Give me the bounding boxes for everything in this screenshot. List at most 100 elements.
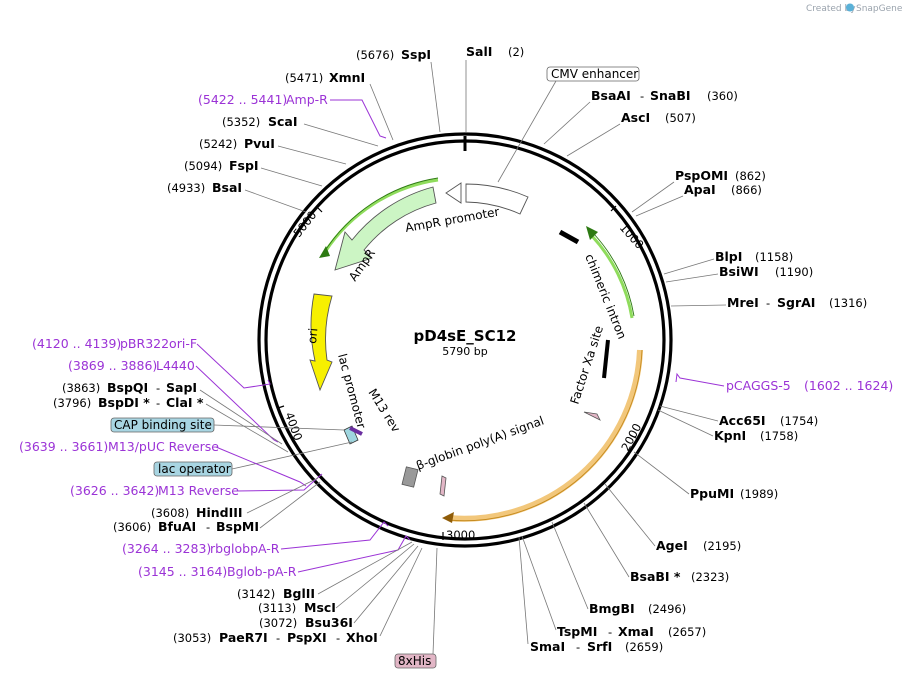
leader-pspomi [631,181,675,213]
tick-3000: 3000 [442,528,475,542]
cap-binding-box[interactable]: CAP binding site [110,417,215,433]
primer-rbglob[interactable]: (3264 .. 3283) rbglobpA-R [122,541,280,556]
site-ppumi[interactable]: PpuMI (1989) [690,486,778,501]
m13-feature[interactable] [349,426,363,436]
leader-smai [518,536,529,645]
site-sspi[interactable]: (5676) SspI [356,47,431,62]
site-scai[interactable]: (5352) ScaI [222,114,298,129]
his-tag-box[interactable]: 8xHis [394,653,437,669]
leader-tspmi [521,535,557,631]
site-bglii[interactable]: (3142) BglII [237,586,315,601]
leader-bfuai [259,481,321,529]
svg-text:(3626 .. 3642): (3626 .. 3642) [70,483,159,498]
svg-text:MreI: MreI [727,295,759,310]
globin-pink-block[interactable] [439,475,447,497]
site-bsiwi[interactable]: BsiWI (1190) [719,264,813,279]
site-blpi[interactable]: BlpI (1158) [715,249,793,264]
primer-m13puc[interactable]: (3639 .. 3661) M13/pUC Reverse [19,439,219,454]
ampr-promoter-box[interactable] [465,183,529,215]
svg-text:(2496): (2496) [648,602,686,616]
plasmid-length: 5790 bp [442,345,487,358]
leader-acc65i [659,405,719,422]
svg-text:XmnI: XmnI [329,70,365,85]
primer-ampr[interactable]: (5422 .. 5441) Amp-R [198,92,328,107]
svg-text:M13 Reverse: M13 Reverse [158,483,239,498]
svg-text:BspDI *: BspDI * [98,395,150,410]
site-fspi[interactable]: (5094) FspI [184,158,259,173]
svg-text:-: - [206,520,210,534]
site-apai[interactable]: ApaI (866) [684,182,762,197]
svg-text:(3796): (3796) [53,396,91,410]
site-acc65i[interactable]: Acc65I (1754) [719,413,818,428]
svg-text:(3608): (3608) [151,506,189,520]
svg-text:BspMI: BspMI [216,519,259,534]
svg-text:(3606): (3606) [113,520,151,534]
leader-xmni [369,83,394,141]
site-xmni[interactable]: (5471) XmnI [285,70,365,85]
cap-feature[interactable] [343,425,359,445]
site-msci[interactable]: (3113) MscI [258,600,336,615]
factor-xa-marker[interactable] [583,411,601,421]
credit-prefix: Created by [806,4,856,14]
svg-text:Amp-R: Amp-R [286,92,328,107]
svg-text:PpuMI: PpuMI [690,486,734,501]
primer-bglob[interactable]: (3145 .. 3164) Bglob-pA-R [138,564,297,579]
site-bmgbi[interactable]: BmgBI (2496) [589,601,686,616]
svg-text:(360): (360) [707,89,738,103]
site-bsai[interactable]: (4933) BsaI [167,180,242,195]
primer-l4440[interactable]: (3869 .. 3886) L4440 [68,358,195,373]
site-kpni[interactable]: KpnI (1758) [714,428,798,443]
primer-pcaggs[interactable]: pCAGGS-5 (1602 .. 1624) [726,378,893,393]
leader-ppumi [633,451,690,495]
svg-text:SapI: SapI [166,380,197,395]
ampr-arrow[interactable] [334,186,437,271]
svg-text:pCAGGS-5: pCAGGS-5 [726,378,791,393]
site-bspdi[interactable]: (3796) BspDI * - ClaI * [53,395,204,410]
site-asci[interactable]: AscI (507) [621,110,696,125]
svg-text:ScaI: ScaI [268,114,298,129]
svg-text:AscI: AscI [621,110,650,125]
chimeric-arrowhead [586,226,598,240]
site-bfuai[interactable]: (3606) BfuAI - BspMI [113,519,259,534]
site-paer7i[interactable]: (3053) PaeR7I - PspXI - XhoI [173,630,378,645]
cmv-enhancer-box[interactable]: CMV enhancer [546,66,640,82]
primer-m13rev[interactable]: (3626 .. 3642) M13 Reverse [70,483,239,498]
svg-text:(3863): (3863) [62,381,100,395]
site-bspqi[interactable]: (3863) BspQI - SapI [62,380,197,395]
svg-text:HindIII: HindIII [196,505,243,520]
site-sali[interactable]: SalI (2) [466,44,524,59]
svg-text:SalI: SalI [466,44,492,59]
svg-text:SmaI: SmaI [530,639,565,654]
site-pvui[interactable]: (5242) PvuI [199,136,275,151]
svg-text:(862): (862) [735,169,766,183]
lac-operator-box[interactable]: lac operator [153,461,233,477]
svg-text:(2659): (2659) [625,640,663,654]
site-hindiii[interactable]: (3608) HindIII [151,505,243,520]
svg-text:(2657): (2657) [668,625,706,639]
chimeric-green-outline [590,234,634,319]
svg-text:-: - [576,640,580,654]
svg-text:XhoI: XhoI [346,630,378,645]
tick-5000: 5000 [290,207,323,240]
site-smai[interactable]: SmaI - SrfI (2659) [530,639,663,654]
site-mrei[interactable]: MreI - SgrAI (1316) [727,295,867,310]
svg-text:rbglobpA-R: rbglobpA-R [210,541,280,556]
svg-text:-: - [156,381,160,395]
orf-orange-arc[interactable] [447,349,643,522]
factor-xa-label: Factor Xa site [568,324,607,406]
globin-grey-block [401,466,419,488]
cmv-leader [497,80,557,183]
site-pspomi[interactable]: PspOMI (862) [675,168,766,183]
ori-arrow[interactable] [309,293,333,392]
site-tspmi[interactable]: TspMI - XmaI (2657) [557,624,706,639]
leader-bspdi [205,403,289,453]
svg-text:(3639 .. 3661): (3639 .. 3661) [19,439,108,454]
primer-pbr322[interactable]: (4120 .. 4139) pBR322ori-F [32,336,197,351]
svg-text:L4440: L4440 [156,358,195,373]
lac-operator-label: lac operator [158,462,231,476]
site-bsabi[interactable]: BsaBI * (2323) [630,569,729,584]
site-bsu36i[interactable]: (3072) Bsu36I [259,615,353,630]
site-agei[interactable]: AgeI (2195) [656,538,741,553]
leader-bsiwi [665,273,719,283]
site-bsaai[interactable]: BsaAI - SnaBI (360) [591,88,738,103]
